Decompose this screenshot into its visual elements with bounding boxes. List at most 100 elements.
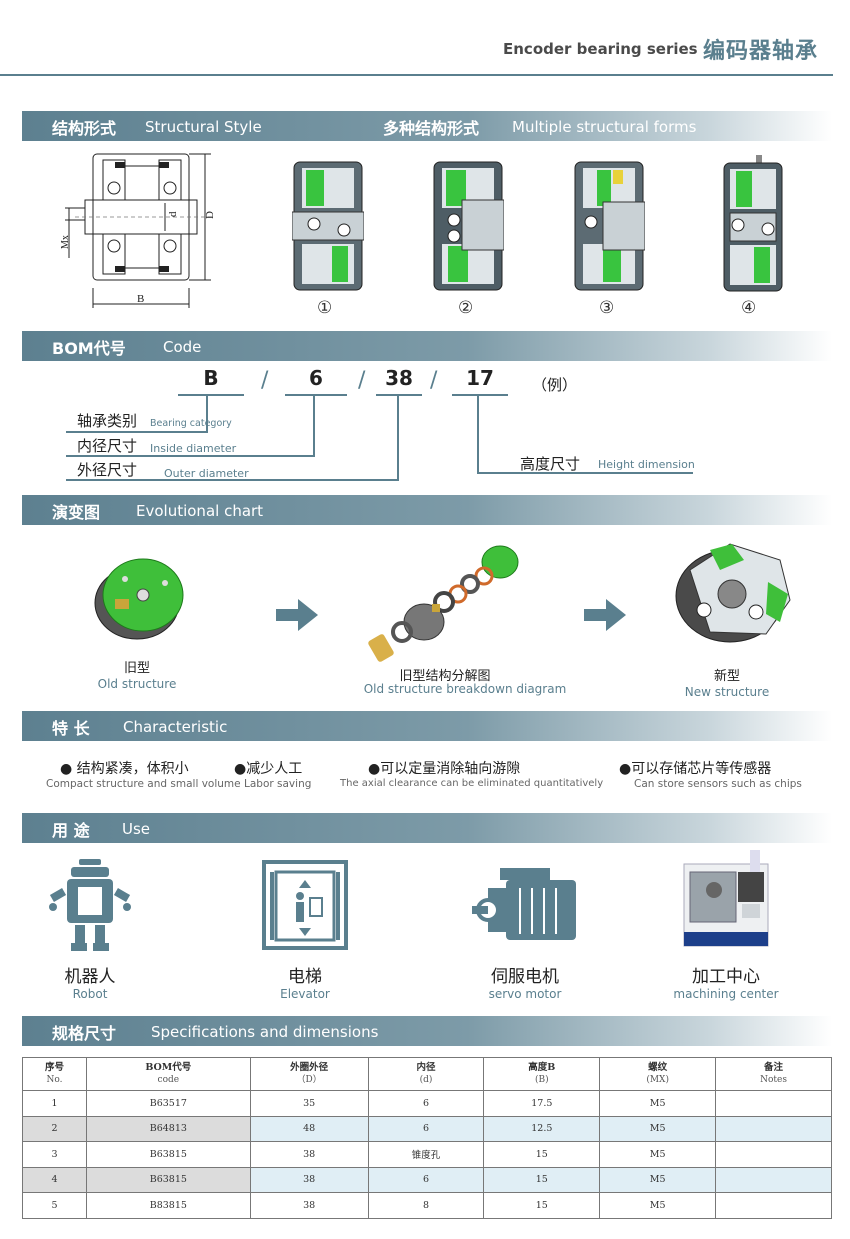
characteristic-1-en: Compact structure and small volume (46, 778, 241, 790)
cell-inner-diameter: 6 (367, 1090, 485, 1117)
cell-thread: M5 (599, 1115, 717, 1142)
section-title-en: Specifications and dimensions (151, 1023, 379, 1041)
characteristic-4-cn: ●可以存储芯片等传感器 (619, 761, 772, 777)
section-title-en: Structural Style (145, 118, 262, 136)
structure-number-3: ③ (599, 298, 615, 318)
structure-4-illustration (723, 155, 783, 292)
evolution-old-en: Old structure (97, 677, 177, 691)
cell-no: 1 (22, 1090, 87, 1117)
connector-line (66, 431, 208, 433)
evolution-breakdown-cn: 旧型结构分解图 (399, 669, 491, 684)
b-label: B (137, 293, 144, 305)
header-height: 高度B(B) (483, 1057, 601, 1091)
code-separator: / (261, 368, 269, 393)
cell-thread: M5 (599, 1141, 717, 1168)
cell-outer-diameter: 35 (249, 1090, 369, 1117)
connector-line (66, 479, 399, 481)
mx-label: Mx (60, 235, 71, 249)
usage-robot-en: Robot (72, 987, 108, 1001)
evolution-bar: 演变图 Evolutional chart (22, 495, 832, 525)
header-inner-diameter: 内径(d) (367, 1057, 485, 1091)
connector-line (477, 472, 693, 474)
code-bar: BOM代号 Code (22, 331, 832, 361)
cell-inner-diameter: 8 (367, 1192, 485, 1219)
cell-notes (715, 1115, 832, 1142)
cell-no: 4 (22, 1166, 87, 1193)
structure-number-2: ② (458, 298, 474, 318)
series-title-cn: 编码器轴承 (703, 39, 819, 64)
label-inside-diameter-en: Inside diameter (150, 442, 237, 455)
multiple-forms-title-cn: 多种结构形式 (383, 119, 480, 138)
cell-outer-diameter: 38 (249, 1166, 369, 1193)
cell-inner-diameter: 6 (367, 1115, 485, 1142)
machining-center-image (683, 850, 769, 947)
code-underline (376, 394, 422, 396)
label-outer-diameter-en: Outer diameter (164, 467, 249, 480)
structure-number-4: ④ (741, 298, 757, 318)
section-title-en: Characteristic (123, 718, 228, 736)
arrow-right-icon (584, 599, 626, 631)
code-part-inner: 6 (309, 366, 323, 390)
table-row: 2 B64813 48 6 12.5 M5 (22, 1115, 832, 1142)
breakdown-diagram-image (368, 545, 519, 662)
cell-no: 3 (22, 1141, 87, 1168)
elevator-icon (262, 860, 348, 950)
cell-thread: M5 (599, 1166, 717, 1193)
section-title-cn: 规格尺寸 (52, 1024, 117, 1043)
connector-line (313, 396, 315, 456)
characteristic-2-cn: ●减少人工 (234, 761, 303, 777)
outer-d-label: D (204, 211, 216, 219)
characteristic-1-cn: ● 结构紧凑，体积小 (60, 761, 189, 777)
bearing-technical-drawing: Mx d D B (60, 153, 216, 308)
old-structure-image (94, 558, 184, 640)
code-underline (285, 394, 347, 396)
section-title-cn: BOM代号 (52, 339, 126, 358)
evolution-old-cn: 旧型 (123, 661, 150, 676)
label-height-en: Height dimension (598, 458, 695, 471)
cell-height: 15 (483, 1166, 601, 1193)
code-example-note: （例） (532, 376, 578, 394)
code-underline (178, 394, 244, 396)
header-outer-diameter: 外圈外径（D） (249, 1057, 369, 1091)
usage-elevator-cn: 电梯 (288, 967, 322, 987)
characteristic-bar: 特 长 Characteristic (22, 711, 832, 741)
new-structure-image (675, 543, 791, 643)
structural-style-bar: 结构形式 Structural Style 多种结构形式 Multiple st… (22, 111, 832, 141)
table-row: 4 B63815 38 6 15 M5 (22, 1166, 832, 1193)
section-title-cn: 用 途 (52, 821, 90, 840)
label-bearing-category-cn: 轴承类别 (77, 412, 138, 430)
label-inside-diameter-cn: 内径尺寸 (77, 437, 138, 455)
code-part-category: B (203, 366, 219, 390)
code-underline (452, 394, 508, 396)
label-bearing-category-en: Bearing category (150, 418, 232, 429)
cell-code: B63517 (85, 1090, 251, 1117)
code-separator: / (430, 368, 438, 393)
arrow-right-icon (276, 599, 318, 631)
label-height-cn: 高度尺寸 (520, 455, 581, 473)
section-title-en: Use (122, 820, 151, 838)
specifications-bar: 规格尺寸 Specifications and dimensions (22, 1016, 832, 1046)
cell-code: B63815 (85, 1141, 251, 1168)
cell-outer-diameter: 38 (249, 1192, 369, 1219)
cell-code: B63815 (85, 1166, 251, 1193)
usage-servo-cn: 伺服电机 (491, 967, 559, 987)
structure-2-illustration (433, 161, 504, 291)
section-title-cn: 结构形式 (52, 119, 117, 138)
code-separator: / (358, 368, 366, 393)
cell-code: B83815 (85, 1192, 251, 1219)
connector-line (397, 396, 399, 480)
characteristic-4-en: Can store sensors such as chips (634, 778, 802, 790)
header-thread: 螺纹(MX) (599, 1057, 717, 1091)
cell-no: 2 (22, 1115, 87, 1142)
cell-code: B64813 (85, 1115, 251, 1142)
section-title-en: Evolutional chart (136, 502, 264, 520)
section-title-cn: 特 长 (52, 719, 90, 738)
table-row: 3 B63815 38 锥度孔 15 M5 (22, 1141, 832, 1168)
structure-3-illustration (574, 161, 645, 291)
cell-notes (715, 1166, 832, 1193)
characteristic-3-en: The axial clearance can be eliminated qu… (340, 778, 604, 789)
